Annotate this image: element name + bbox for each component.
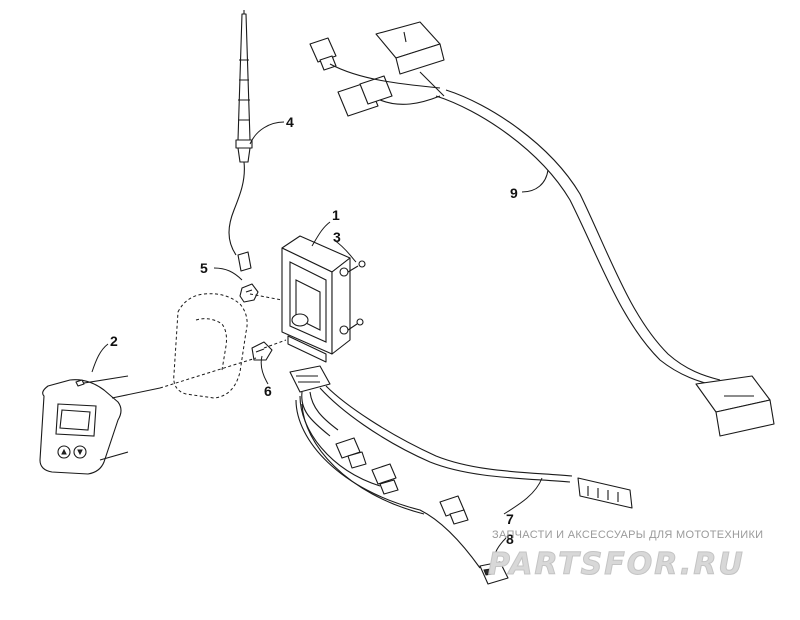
callout-labels: 1 2 3 4 5 6 7 8 9: [110, 114, 518, 547]
antenna-clip-part: [239, 283, 259, 303]
callout-7: 7: [506, 511, 514, 527]
callout-4: 4: [286, 114, 294, 130]
watermark: ЗАПЧАСТИ И АКСЕССУАРЫ ДЛЯ МОТОТЕХНИКИ PA…: [488, 529, 764, 583]
callout-9: 9: [510, 185, 518, 201]
callout-6: 6: [264, 383, 272, 399]
callout-8: 8: [506, 531, 514, 547]
windshield-outline: [173, 293, 248, 399]
antenna-part: [228, 10, 253, 272]
watermark-caption: ЗАПЧАСТИ И АКСЕССУАРЫ ДЛЯ МОТОТЕХНИКИ: [492, 529, 763, 541]
callout-5: 5: [200, 260, 208, 276]
callout-2: 2: [110, 333, 118, 349]
callout-leaders: [91, 121, 549, 561]
mount-clip-part: [251, 341, 273, 361]
control-module-part: [281, 235, 366, 363]
display-unit-part: [39, 357, 257, 475]
callout-1: 1: [332, 207, 340, 223]
callout-3: 3: [333, 229, 341, 245]
wiring-harness-part: [289, 365, 633, 585]
main-harness-part: [309, 21, 775, 437]
watermark-logo: PARTSFOR.RU: [488, 547, 745, 582]
